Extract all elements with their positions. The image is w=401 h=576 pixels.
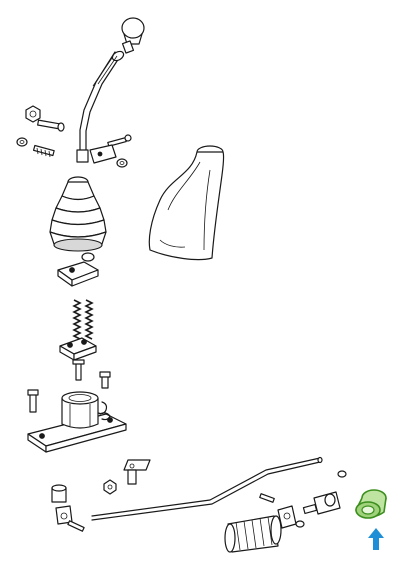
selector-rod[interactable] bbox=[91, 456, 323, 521]
clip[interactable] bbox=[97, 401, 108, 415]
washer[interactable] bbox=[16, 137, 28, 147]
screw[interactable] bbox=[32, 144, 55, 158]
rubber-boot[interactable] bbox=[49, 176, 107, 252]
bolt[interactable] bbox=[27, 389, 39, 413]
pin[interactable] bbox=[37, 119, 65, 132]
washer[interactable] bbox=[116, 158, 128, 168]
pivot-nut[interactable] bbox=[103, 479, 117, 495]
shift-gaiter[interactable] bbox=[148, 145, 225, 261]
guide-plate-upper[interactable] bbox=[57, 252, 99, 287]
base-plate[interactable] bbox=[27, 413, 127, 453]
universal-joint[interactable] bbox=[302, 491, 341, 515]
guide-plate-lower[interactable] bbox=[59, 337, 97, 361]
arrow-up-icon bbox=[368, 528, 384, 550]
nut[interactable] bbox=[25, 105, 41, 123]
shift-lever[interactable] bbox=[76, 50, 125, 163]
rod-boot[interactable] bbox=[224, 515, 282, 553]
bolt[interactable] bbox=[99, 371, 111, 389]
shift-rod-bushing[interactable] bbox=[355, 489, 387, 519]
washer[interactable] bbox=[295, 520, 305, 528]
washer[interactable] bbox=[337, 470, 347, 478]
spring-clip[interactable] bbox=[99, 412, 111, 421]
shift-housing[interactable] bbox=[61, 391, 99, 429]
spring-left[interactable] bbox=[72, 299, 82, 340]
screw[interactable] bbox=[259, 493, 275, 503]
bushing[interactable] bbox=[51, 484, 67, 503]
screw[interactable] bbox=[67, 520, 85, 532]
spring-right[interactable] bbox=[84, 299, 94, 340]
shift-knob[interactable] bbox=[121, 17, 145, 54]
lever-clamp-block[interactable] bbox=[89, 144, 117, 164]
rod-clamp[interactable] bbox=[277, 505, 297, 529]
rod-bracket[interactable] bbox=[123, 459, 151, 485]
pin[interactable] bbox=[72, 359, 85, 381]
bolt[interactable] bbox=[107, 134, 132, 147]
